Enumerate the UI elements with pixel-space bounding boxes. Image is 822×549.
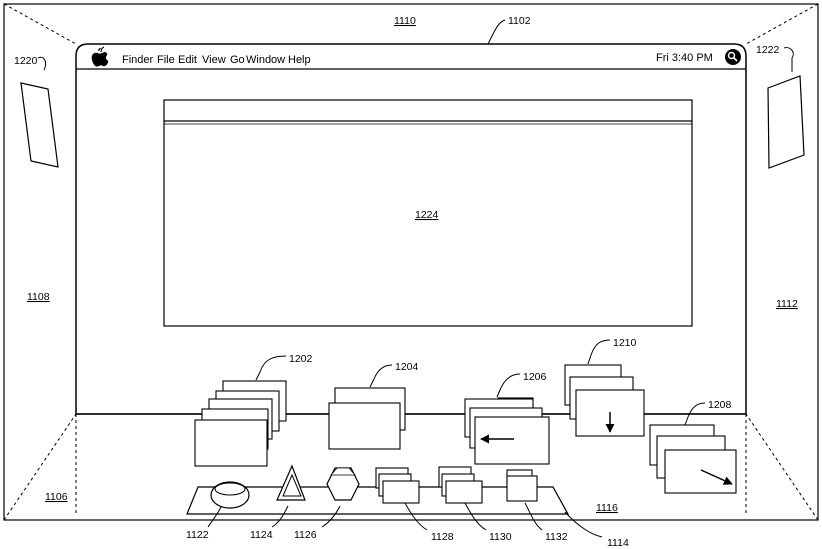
search-icon[interactable]	[725, 49, 741, 65]
menu-edit[interactable]: Edit	[178, 54, 197, 66]
menubar: Finder File Edit View Go Window Help Fri…	[91, 46, 741, 67]
ref-1102: 1102	[508, 15, 531, 27]
ref-1110: 1110	[394, 15, 416, 27]
window-stack-icon-1130[interactable]	[438, 466, 483, 504]
leader-1220	[37, 56, 47, 71]
leader-1102	[487, 19, 506, 45]
ref-1116: 1116	[596, 502, 618, 514]
perspective-lines	[3, 3, 819, 521]
menu-view[interactable]: View	[202, 54, 226, 66]
leader-1206	[496, 373, 521, 398]
ref-1224: 1224	[415, 209, 439, 221]
ref-1126: 1126	[294, 529, 317, 541]
triangle-icon[interactable]	[276, 464, 306, 501]
ref-1206: 1206	[523, 371, 547, 383]
menu-window[interactable]: Window	[246, 54, 285, 66]
arrow-down-right-icon	[700, 469, 733, 485]
ref-1108: 1108	[27, 291, 50, 303]
window-stack-icon-1128[interactable]	[375, 467, 420, 504]
leader-1208	[684, 402, 706, 426]
menu-go[interactable]: Go	[230, 54, 245, 66]
ref-1208: 1208	[708, 399, 732, 411]
dock-leaders	[207, 502, 603, 538]
right-wall-panel[interactable]	[767, 75, 805, 169]
ref-1128: 1128	[431, 531, 454, 543]
ref-1112: 1112	[776, 298, 798, 310]
window-stack-icon-1132[interactable]	[506, 469, 538, 502]
ref-1210: 1210	[613, 337, 637, 349]
ref-1124: 1124	[250, 529, 273, 541]
ref-1204: 1204	[395, 361, 419, 373]
leader-1202	[255, 355, 287, 381]
apple-logo-icon[interactable]	[91, 46, 109, 67]
left-wall-panel[interactable]	[20, 82, 59, 168]
room-outline	[3, 3, 819, 521]
window-stack-1204[interactable]	[328, 387, 406, 450]
menu-finder[interactable]: Finder	[122, 54, 154, 66]
ref-1122: 1122	[186, 529, 209, 541]
ref-1222: 1222	[756, 44, 780, 56]
ref-1202: 1202	[289, 353, 313, 365]
leader-1210	[587, 339, 611, 365]
ref-1114: 1114	[607, 537, 629, 549]
leader-1204	[369, 364, 393, 388]
window-stack-1202[interactable]	[194, 380, 287, 467]
menubar-clock[interactable]: Fri 3:40 PM	[656, 52, 713, 64]
leader-1222	[783, 47, 794, 72]
window-stack-1206[interactable]	[464, 397, 550, 465]
ref-1132: 1132	[545, 531, 568, 543]
window-stack-1208[interactable]	[649, 424, 737, 494]
ref-1106: 1106	[45, 491, 68, 503]
disc-icon[interactable]	[210, 481, 250, 509]
menu-file[interactable]: File	[157, 54, 175, 66]
menu-help[interactable]: Help	[288, 54, 311, 66]
hexagon-icon[interactable]	[326, 467, 360, 501]
ref-1220: 1220	[14, 55, 38, 67]
ref-1130: 1130	[489, 531, 512, 543]
main-window[interactable]	[163, 99, 693, 327]
